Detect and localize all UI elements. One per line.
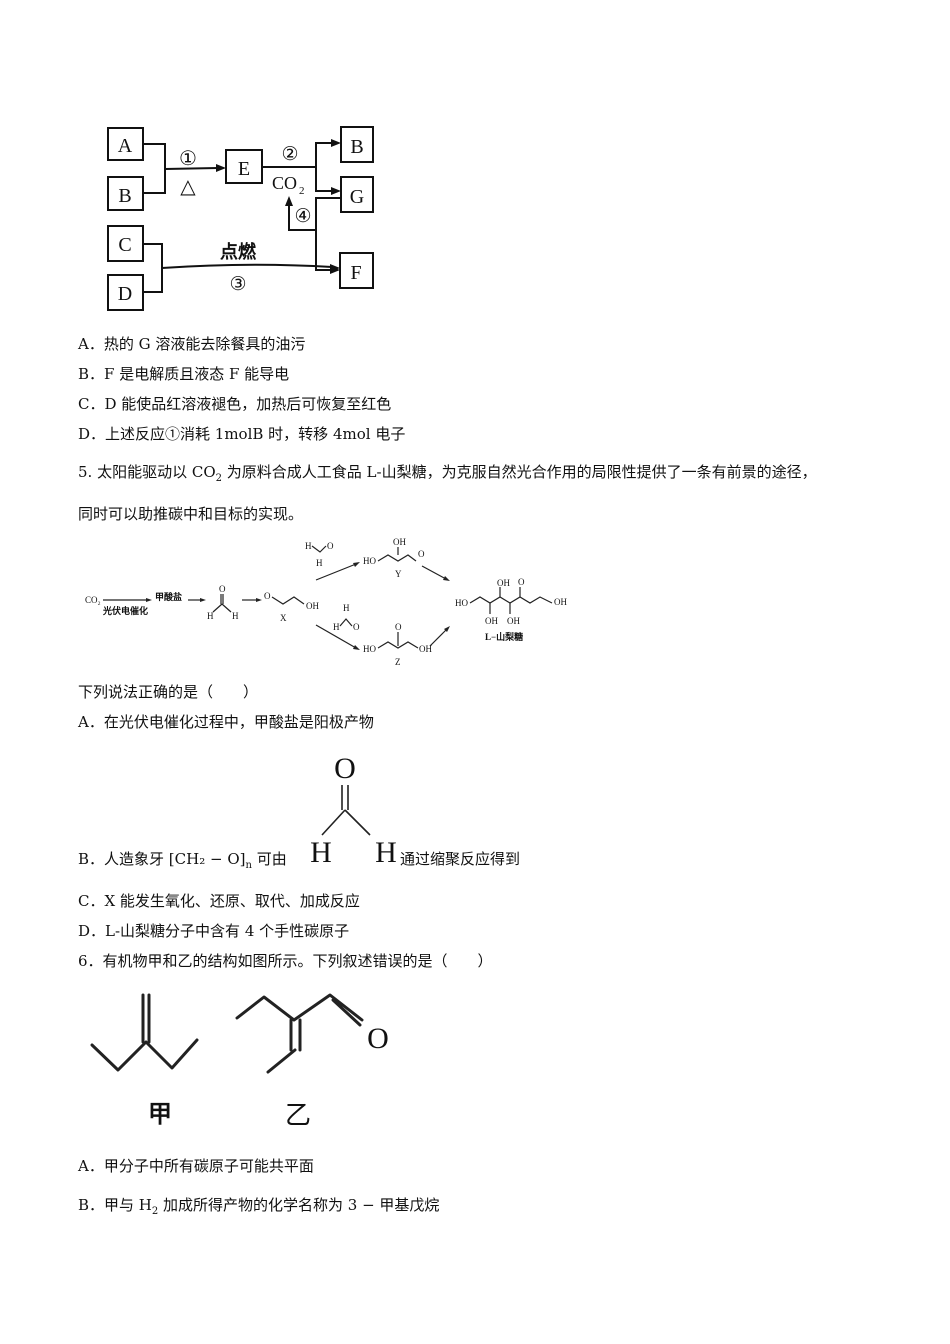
q5-reaction-scheme: CO₂ 光伏电催化 甲酸盐 O H H O OH X H O H HO OH O… [85,537,567,667]
svg-text:△: △ [180,176,196,198]
svg-text:O: O [327,541,334,551]
svg-text:OH: OH [497,578,510,588]
box-f [339,252,374,289]
svg-text:X: X [280,613,287,623]
label-e: E [238,158,250,180]
q6-structures: O 甲 乙 [90,993,389,1130]
svg-text:2: 2 [299,185,305,197]
q5-question: 下列说法正确的是（ ） [78,683,259,701]
svg-text:HO: HO [455,598,468,608]
q6-stem: 6．有机物甲和乙的结构如图所示。下列叙述错误的是（ ） [78,952,493,970]
svg-text:H: H [232,611,239,621]
svg-text:OH: OH [485,616,498,626]
label-a: A [118,135,133,157]
svg-text:O: O [219,584,226,594]
svg-text:Y: Y [395,569,402,579]
label-yi: 乙 [285,1101,311,1130]
svg-text:H: H [207,611,214,621]
svg-text:H: H [305,541,312,551]
box-b-right [340,126,374,163]
svg-text:④: ④ [294,206,311,227]
label-g: G [350,186,364,208]
svg-text:CO: CO [272,173,297,193]
svg-text:O: O [334,752,356,785]
formaldehyde-structure: O H H [310,752,397,869]
label-d: D [118,283,132,305]
q4-option-a: A．热的 G 溶液能去除餐具的油污 [78,335,306,353]
svg-text:①: ① [179,148,197,170]
svg-text:H: H [333,622,340,632]
svg-text:O: O [418,549,425,559]
q4-option-d: D．上述反应①消耗 1molB 时，转移 4mol 电子 [78,425,406,443]
svg-text:H: H [343,603,350,613]
q5-option-a: A．在光伏电催化过程中，甲酸盐是阳极产物 [78,713,374,731]
svg-text:H: H [316,558,323,568]
q4-option-c: C．D 能使品红溶液褪色，加热后可恢复至红色 [78,395,392,413]
q6-option-b: B．甲与 H2 加成所得产物的化学名称为 3 − 甲基戊烷 [78,1196,440,1217]
q4-option-b: B．F 是电解质且液态 F 能导电 [78,365,290,383]
q5-stem-line2: 同时可以助推碳中和目标的实现。 [78,505,304,523]
label-f: F [350,262,361,284]
svg-text:O: O [353,622,360,632]
svg-text:OH: OH [507,616,520,626]
svg-text:OH: OH [393,537,406,547]
svg-text:OH: OH [554,597,567,607]
svg-text:O: O [264,591,271,601]
q5-option-d: D．L-山梨糖分子中含有 4 个手性碳原子 [78,922,350,940]
label-b-right: B [350,136,363,158]
q5-option-b: B．人造象牙 [CH₂ − O]n 可由 [78,850,287,871]
svg-text:光伏电催化: 光伏电催化 [102,605,148,616]
svg-text:OH: OH [419,644,432,654]
q5-option-c: C．X 能发生氧化、还原、取代、加成反应 [78,892,360,910]
svg-text:O: O [518,577,525,587]
svg-text:CO₂: CO₂ [85,595,101,605]
svg-text:HO: HO [363,644,376,654]
svg-text:③: ③ [229,274,246,295]
q5-stem-line1: 5. 太阳能驱动以 CO2 为原料合成人工食品 L-山梨糖，为克服自然光合作用的… [78,463,817,484]
q4-flow-diagram: A B E B G C D F ① △ ② CO 2 ④ 点燃 ③ [107,126,374,311]
svg-text:H: H [310,836,332,869]
box-g [340,176,374,213]
q6-option-a: A．甲分子中所有碳原子可能共平面 [78,1157,314,1175]
svg-text:L−山梨糖: L−山梨糖 [485,631,523,642]
label-b: B [118,185,131,207]
svg-text:点燃: 点燃 [220,241,257,262]
svg-text:②: ② [281,144,298,165]
svg-text:甲酸盐: 甲酸盐 [155,591,182,602]
svg-text:HO: HO [363,556,376,566]
svg-text:H: H [375,836,397,869]
label-c: C [118,234,131,256]
svg-text:O: O [395,622,402,632]
svg-text:Z: Z [395,657,401,667]
structure-jia [90,993,199,1072]
structure-yi [235,993,364,1074]
svg-text:OH: OH [306,601,319,611]
q5-option-b-tail: 通过缩聚反应得到 [400,850,521,868]
svg-text:O: O [367,1022,389,1055]
label-jia: 甲 [148,1102,172,1128]
